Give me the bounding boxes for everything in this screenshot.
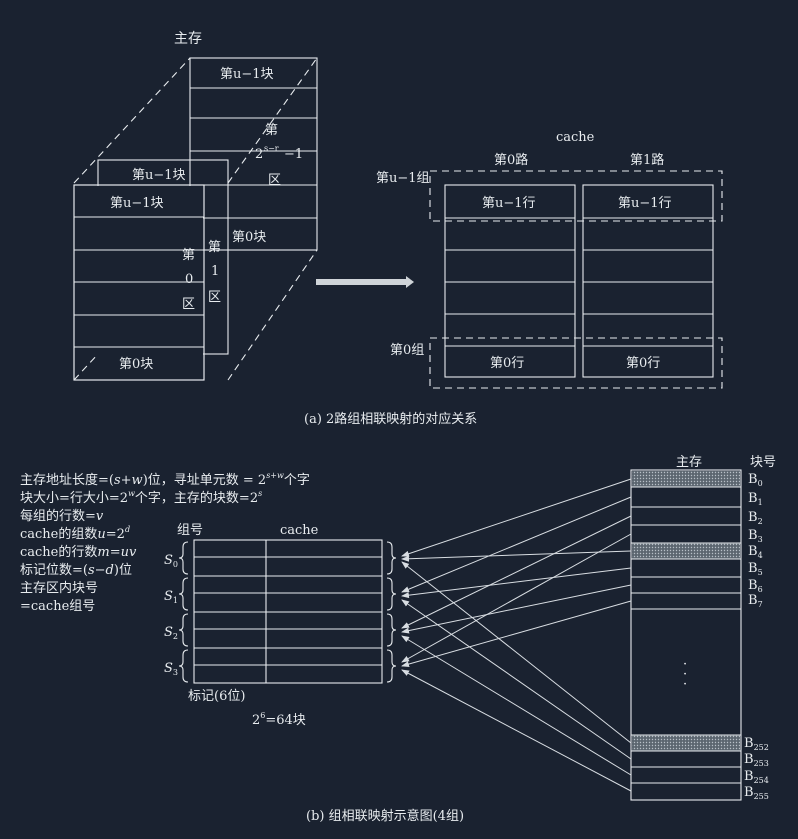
- shaded-block-b0: [632, 471, 740, 487]
- front-region-1: 第: [182, 248, 195, 263]
- cache-label-b: cache: [280, 523, 319, 538]
- formula-5: cache的行数m=uv: [20, 544, 137, 560]
- cache-title: cache: [556, 130, 595, 145]
- way0-label: 第0路: [494, 152, 528, 168]
- cache-2way: cache 第0路 第1路 第u−1组 第0组 第u−1行: [376, 130, 723, 389]
- block-b7: B7: [748, 593, 763, 609]
- shaded-block-b252: [632, 735, 740, 751]
- memory-ellipsis-2: ·: [683, 667, 687, 682]
- back-block-top-label: 第u−1块: [220, 67, 274, 82]
- main-memory-title: 主存: [174, 31, 202, 47]
- set-s3: S3: [164, 661, 178, 677]
- row-top-way1: 第u−1行: [618, 196, 672, 211]
- caption-b: (b) 组相联映射示意图(4组): [306, 808, 464, 824]
- shaded-block-b4: [632, 543, 740, 559]
- row-bottom-way1: 第0行: [626, 356, 660, 371]
- back-region-line2b: −1: [284, 147, 303, 162]
- mid-block-top-label: 第u−1块: [132, 168, 186, 183]
- block-b254: B254: [744, 769, 769, 785]
- row-top-way0: 第u−1行: [482, 196, 536, 211]
- set-s2: S2: [164, 625, 178, 641]
- front-region-2: 0: [185, 272, 193, 287]
- memory-ellipsis: ·: [683, 657, 687, 672]
- row-bottom-way0: 第0行: [490, 356, 524, 371]
- formula-block: 主存地址长度=(s+w)位，寻址单元数 = 2s+w个字 块大小=行大小=2w个…: [20, 471, 310, 614]
- caption-a: (a) 2路组相联映射的对应关系: [304, 411, 477, 427]
- mid-region-1: 第: [208, 240, 221, 255]
- formula-4: cache的组数u=2d: [20, 525, 130, 542]
- tag-label: 标记(6位): [188, 689, 245, 704]
- set-s1: S1: [164, 589, 178, 605]
- back-block-stack: 第u−1块 第 2 s−r −1 区 第0块: [189, 57, 318, 251]
- formula-6: 标记位数=(s−d)位: [20, 563, 132, 578]
- memory-ellipsis-3: ·: [683, 677, 687, 692]
- block-b4: B4: [748, 544, 763, 560]
- back-region-line1: 第: [265, 123, 278, 138]
- set-bottom-label: 第0组: [390, 343, 424, 358]
- way1-label: 第1路: [630, 152, 664, 168]
- block-b3: B3: [748, 528, 763, 544]
- cache-4sets: 组号 cache S0 S1 S2 S3: [164, 523, 397, 728]
- memory-label-b: 主存: [676, 455, 702, 470]
- front-region-3: 区: [182, 297, 195, 312]
- part-b: 主存地址长度=(s+w)位，寻址单元数 = 2s+w个字 块大小=行大小=2w个…: [20, 455, 776, 824]
- set-number-label: 组号: [177, 523, 203, 538]
- mid-region-3: 区: [208, 290, 221, 305]
- block-b255: B255: [744, 785, 769, 801]
- formula-1: 主存地址长度=(s+w)位，寻址单元数 = 2s+w个字: [20, 471, 310, 488]
- block-b6: B6: [748, 578, 763, 594]
- set-s0: S0: [164, 553, 178, 569]
- set-top-label: 第u−1组: [376, 171, 430, 186]
- front-block-stack: 第u−1块 第 0 区 第0块: [73, 184, 205, 381]
- front-block-top-label: 第u−1块: [110, 196, 164, 211]
- mapping-arrows: [401, 478, 632, 792]
- total-blocks-label: 26=64块: [252, 711, 306, 728]
- back-region-exp: s−r: [264, 144, 279, 153]
- block-b0: B0: [748, 472, 763, 488]
- back-region-line3: 区: [268, 173, 281, 188]
- part-a: 主存 第u−1块 第 2 s−r −1 区 第0块 第u−1块 第 1: [73, 31, 723, 427]
- block-b253: B253: [744, 752, 769, 768]
- front-block-bottom-label: 第0块: [119, 357, 153, 372]
- block-b2: B2: [748, 510, 763, 526]
- main-memory-b: 主存 块号 · · · B0: [630, 455, 776, 801]
- formula-3: 每组的行数=v: [20, 508, 104, 524]
- back-region-line2: 2: [255, 147, 263, 162]
- block-b252: B252: [744, 736, 769, 752]
- back-block-bottom-label: 第0块: [232, 230, 266, 245]
- block-b1: B1: [748, 491, 763, 507]
- left-braces: [178, 541, 189, 683]
- formula-7: 主存区内块号: [20, 580, 98, 596]
- block-no-label: 块号: [750, 455, 776, 470]
- block-b5: B5: [748, 561, 763, 577]
- right-braces: [386, 541, 397, 683]
- mapping-arrow-icon: [316, 276, 414, 288]
- formula-2: 块大小=行大小=2w个字，主存的块数=2s: [20, 489, 262, 506]
- formula-8: =cache组号: [20, 599, 95, 614]
- mid-region-2: 1: [211, 264, 219, 279]
